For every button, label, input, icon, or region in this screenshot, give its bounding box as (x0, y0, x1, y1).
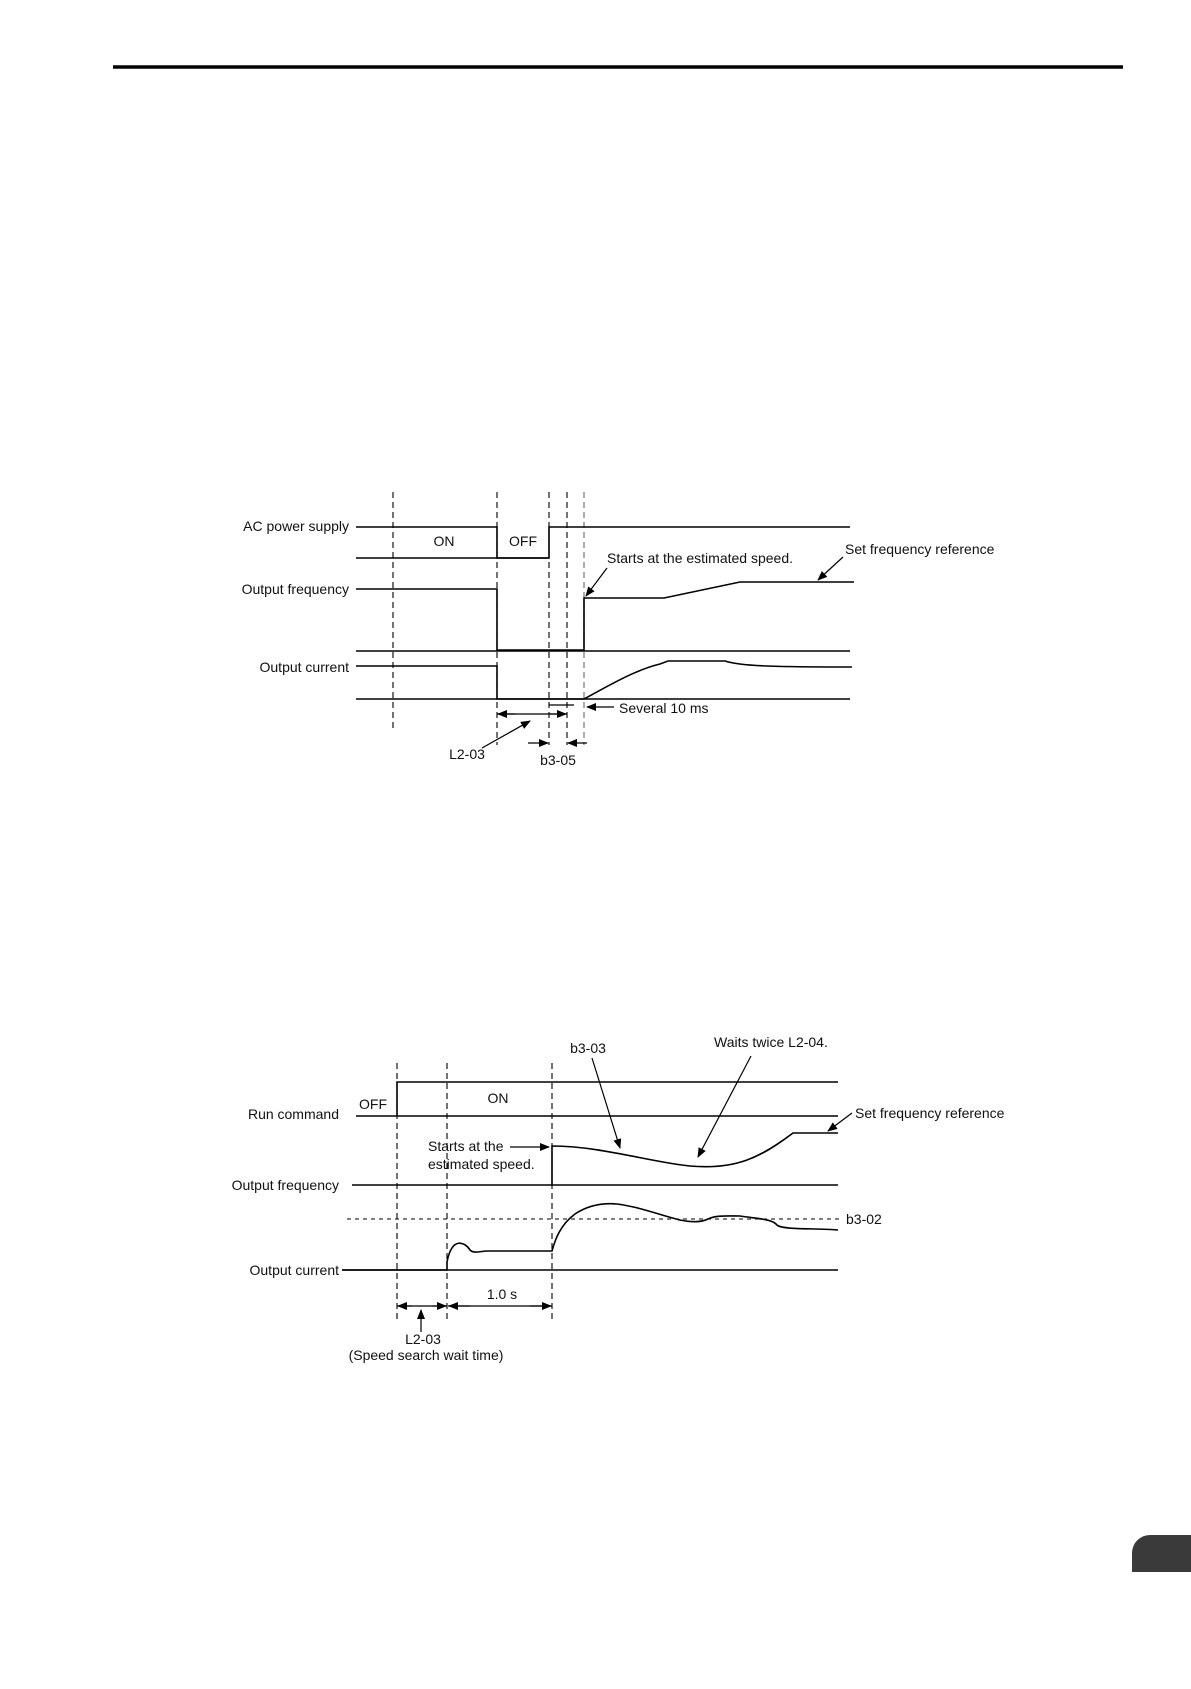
arrow-b303 (591, 1057, 622, 1149)
param-b303-label: b3-03 (570, 1040, 606, 1056)
output-frequency-waveform (356, 581, 854, 651)
output-current-waveform-2 (342, 1202, 839, 1271)
param-l203-label-2: L2-03 (405, 1331, 441, 1347)
diagram-speed-search: Run command Output frequency Output curr… (232, 1034, 1005, 1363)
run-command-waveform (396, 1081, 838, 1116)
page-edge-tab (1132, 1535, 1191, 1572)
note-starts-at-the: Starts at the (428, 1138, 504, 1154)
label-output-frequency-2: Output frequency (232, 1177, 339, 1193)
note-set-frequency-reference-2: Set frequency reference (855, 1105, 1005, 1121)
state-on-label: ON (434, 533, 455, 549)
label-ac-power-supply: AC power supply (243, 518, 349, 534)
label-output-frequency-1: Output frequency (242, 581, 349, 597)
note-speed-search-wait-time: (Speed search wait time) (349, 1347, 504, 1363)
note-set-frequency-reference-1: Set frequency reference (845, 541, 995, 557)
note-waits-twice-l204: Waits twice L2-04. (714, 1034, 828, 1050)
arrow-l203-1 (481, 720, 531, 749)
label-output-current-2: Output current (250, 1262, 340, 1278)
diagram-momentary-power-loss: AC power supply Output frequency Output … (242, 492, 995, 768)
label-run-command: Run command (248, 1106, 339, 1122)
note-several-10ms: Several 10 ms (619, 700, 708, 716)
label-output-current-1: Output current (260, 659, 350, 675)
time-1s-label: 1.0 s (487, 1286, 517, 1302)
arrow-starts (585, 567, 608, 597)
note-estimated-speed: estimated speed. (428, 1156, 535, 1172)
note-starts-estimated-speed: Starts at the estimated speed. (607, 550, 793, 566)
run-state-off-label: OFF (359, 1096, 387, 1112)
output-frequency-waveform-2 (551, 1132, 838, 1185)
run-state-on-label: ON (488, 1090, 509, 1106)
param-b302-label: b3-02 (846, 1211, 882, 1227)
param-l203-label-1: L2-03 (449, 746, 485, 762)
output-current-waveform (356, 660, 853, 700)
arrow-set-frequency-1 (817, 556, 844, 581)
state-off-label: OFF (509, 533, 537, 549)
arrow-set-frequency-2 (827, 1112, 853, 1132)
param-b305-label: b3-05 (540, 752, 576, 768)
arrow-waits (697, 1055, 752, 1158)
